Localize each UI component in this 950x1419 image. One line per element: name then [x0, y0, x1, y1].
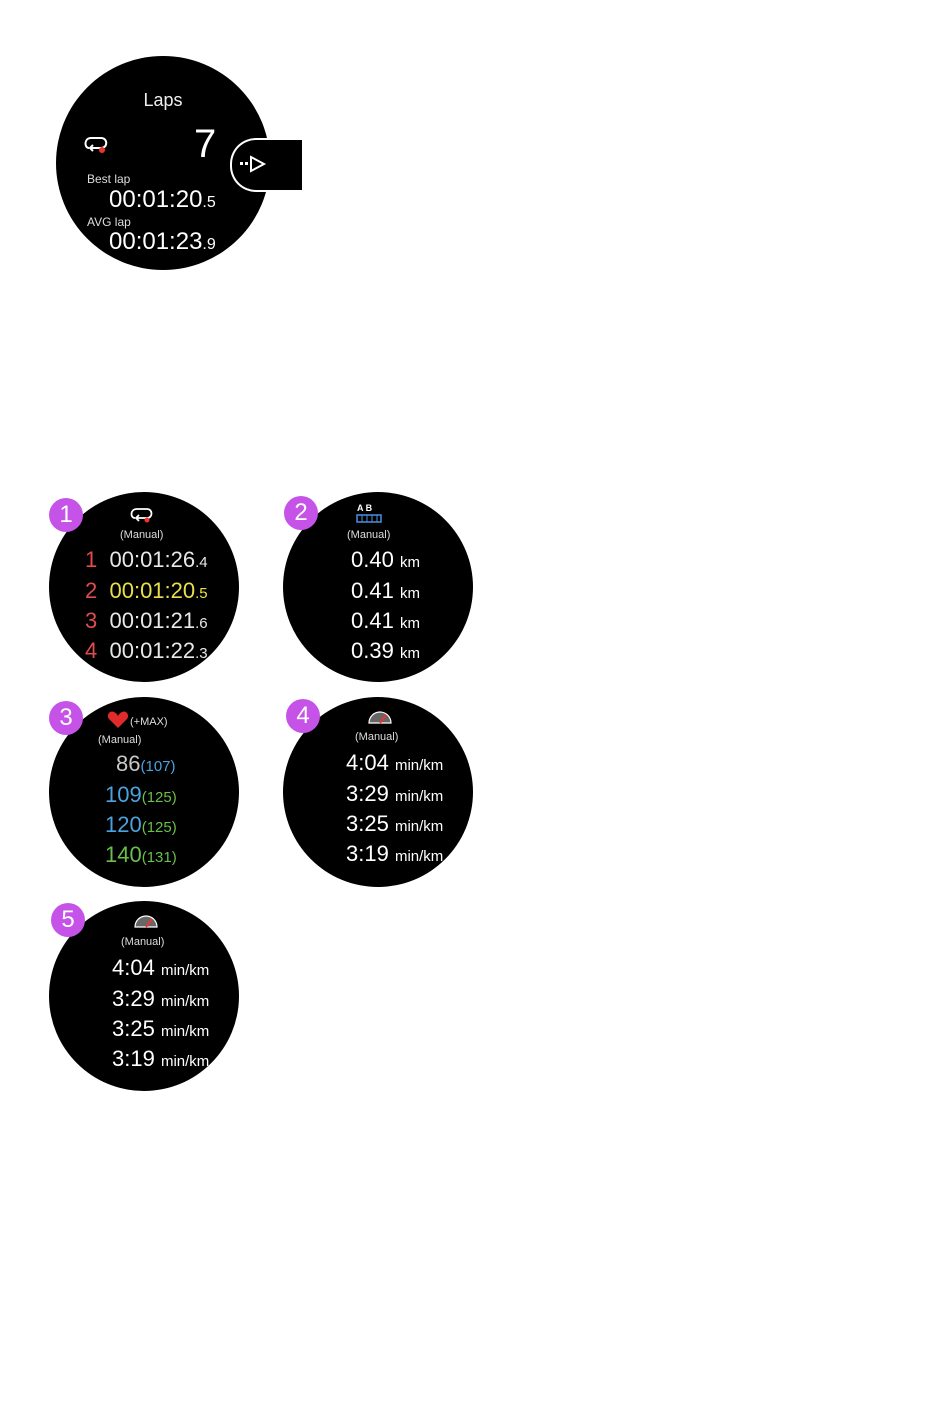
- step-badge-5: 5: [51, 903, 85, 937]
- heart-icon: [107, 711, 129, 728]
- hr-row: 109(125): [105, 782, 177, 807]
- lap-count: 7: [194, 122, 217, 166]
- pace-row: 3:19 min/km: [112, 1046, 210, 1071]
- screen-title: Laps: [143, 90, 183, 110]
- next-arrow-icon: [240, 155, 267, 173]
- pace-gauge-icon: [368, 711, 392, 724]
- step-badge-3: 3: [49, 701, 83, 735]
- pace-row: 3:25 min/km: [346, 811, 444, 836]
- lap-loop-icon: [84, 137, 108, 153]
- avg-lap-label: AVG lap: [87, 215, 131, 229]
- mode-label: (Manual): [120, 529, 164, 541]
- lap-times-screen: (Manual) 1 00:01:26.4 2 00:01:20.5 3 00:…: [49, 492, 239, 682]
- best-lap-label: Best lap: [87, 172, 131, 186]
- distance-row: 0.39 km: [351, 638, 420, 663]
- distance-ab-icon: [356, 514, 382, 523]
- pace-row: 3:25 min/km: [112, 1016, 210, 1041]
- hr-row: 120(125): [105, 812, 177, 837]
- lap-pace-screen: (Manual) 4:04 min/km 3:29 min/km 3:25 mi…: [283, 697, 473, 887]
- distance-ab-icon-text: A B: [357, 503, 373, 513]
- pace-row: 3:29 min/km: [346, 781, 444, 806]
- avg-lap-value: 00:01:23.9: [109, 228, 216, 255]
- pace-row: 3:19 min/km: [346, 841, 444, 866]
- mode-label: (Manual): [121, 936, 165, 948]
- lap-row-best: 2 00:01:20.5: [85, 578, 208, 603]
- mode-label: (Manual): [355, 731, 399, 743]
- hr-row: 86(107): [116, 751, 176, 776]
- distance-row: 0.41 km: [351, 578, 420, 603]
- distance-row: 0.40 km: [351, 547, 420, 572]
- step-badge-2: 2: [284, 496, 318, 530]
- lap-row: 1 00:01:26.4: [85, 547, 208, 572]
- pace-row: 4:04 min/km: [346, 750, 444, 775]
- mode-label: (Manual): [98, 734, 142, 746]
- next-button[interactable]: [230, 138, 302, 192]
- lap-loop-icon: [130, 508, 153, 523]
- best-lap-value: 00:01:20.5: [109, 186, 216, 213]
- lap-distance-screen: A B (Manual) 0.40 km 0.41 km 0.41 km 0.3…: [283, 492, 473, 682]
- step-badge-4: 4: [286, 699, 320, 733]
- pace-gauge-icon: [134, 915, 158, 928]
- step-badge-1: 1: [49, 498, 83, 532]
- pace-row: 4:04 min/km: [112, 955, 210, 980]
- lap-heart-rate-screen: (+MAX) (Manual) 86(107) 109(125) 120(125…: [49, 697, 239, 887]
- lap-pace-screen-2: (Manual) 4:04 min/km 3:29 min/km 3:25 mi…: [49, 901, 239, 1091]
- lap-row: 4 00:01:22.3: [85, 638, 208, 663]
- pace-row: 3:29 min/km: [112, 986, 210, 1011]
- mode-label: (Manual): [347, 529, 391, 541]
- hr-row: 140(131): [105, 842, 177, 867]
- lap-row: 3 00:01:21.6: [85, 608, 208, 633]
- distance-row: 0.41 km: [351, 608, 420, 633]
- heart-max-label: (+MAX): [130, 716, 168, 728]
